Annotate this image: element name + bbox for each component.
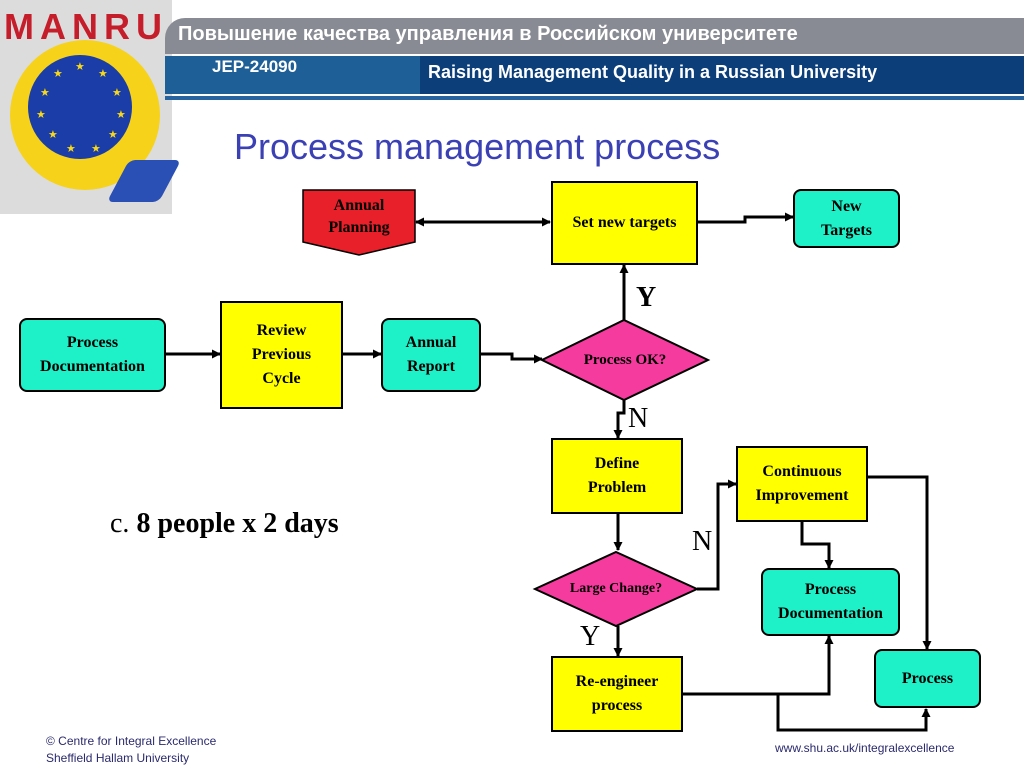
- connector-continuous-process: [868, 475, 932, 650]
- star-icon: ★: [36, 108, 46, 121]
- large-change-shape: [532, 550, 700, 628]
- connector-reengineer-doc: [683, 635, 834, 696]
- branch-label-yes: Y: [636, 282, 657, 313]
- connector-report-ok: [481, 352, 543, 364]
- manru-logo: ★ ★ ★ ★ ★ ★ ★ ★ ★ ★ ★ MANRU: [0, 0, 182, 214]
- branch-label-no: N: [628, 403, 649, 434]
- star-icon: ★: [48, 128, 58, 141]
- star-icon: ★: [108, 128, 118, 141]
- annual-report-node: Annual Report: [381, 318, 481, 392]
- logo-eu-circle: ★ ★ ★ ★ ★ ★ ★ ★ ★ ★ ★: [28, 55, 132, 159]
- footer-copyright: © Centre for Integral Excellence: [46, 734, 217, 748]
- define-problem-node: Define Problem: [551, 438, 683, 514]
- connector-reengineer-process: [776, 694, 931, 732]
- process-node: Process: [874, 649, 981, 708]
- annual-planning-node: Annual Planning: [328, 197, 390, 236]
- star-icon: ★: [116, 108, 126, 121]
- star-icon: ★: [53, 67, 63, 80]
- footer-url[interactable]: www.shu.ac.uk/integralexcellence: [775, 741, 955, 755]
- star-icon: ★: [112, 86, 122, 99]
- header-title-russian: Повышение качества управления в Российск…: [178, 23, 798, 45]
- header-band-shade: [420, 56, 1024, 94]
- effort-note-value: 8 people x 2 days: [136, 508, 339, 539]
- connector-targets-new-targets: [698, 212, 794, 224]
- star-icon: ★: [66, 142, 76, 155]
- review-previous-cycle-node: Review Previous Cycle: [220, 301, 343, 409]
- continuous-improvement-node: Continuous Improvement: [736, 446, 868, 522]
- logo-wordmark: MANRU: [4, 6, 168, 47]
- process-documentation-node-left: Process Documentation: [19, 318, 166, 392]
- header-band-top: [165, 18, 1024, 54]
- reengineer-process-node: Re-engineer process: [551, 656, 683, 732]
- project-code: JEP-24090: [212, 57, 298, 76]
- header-divider: [165, 96, 1024, 100]
- branch-label-no: N: [692, 526, 713, 557]
- connector-large-continuous: [697, 479, 737, 591]
- effort-note: c. 8 people x 2 days: [110, 508, 339, 540]
- star-icon: ★: [40, 86, 50, 99]
- connector-ok-define: [613, 400, 626, 439]
- annual-planning-shape: [302, 189, 416, 256]
- process-ok-decision: Process OK?: [583, 351, 667, 368]
- star-icon: ★: [91, 142, 101, 155]
- branch-label-yes: Y: [580, 621, 601, 652]
- connector-continuous-doc: [800, 522, 834, 569]
- star-icon: ★: [98, 67, 108, 80]
- header-title-english: Raising Management Quality in a Russian …: [428, 62, 878, 82]
- set-new-targets-node: Set new targets: [551, 181, 698, 265]
- footer-university: Sheffield Hallam University: [46, 751, 190, 765]
- large-change-decision: Large Change?: [569, 581, 663, 596]
- new-targets-node: New Targets: [793, 189, 900, 248]
- process-documentation-node-right: Process Documentation: [761, 568, 900, 636]
- effort-note-prefix: c.: [110, 508, 130, 539]
- star-icon: ★: [75, 60, 85, 73]
- process-ok-shape: [539, 318, 711, 402]
- page-title: Process management process: [234, 126, 721, 167]
